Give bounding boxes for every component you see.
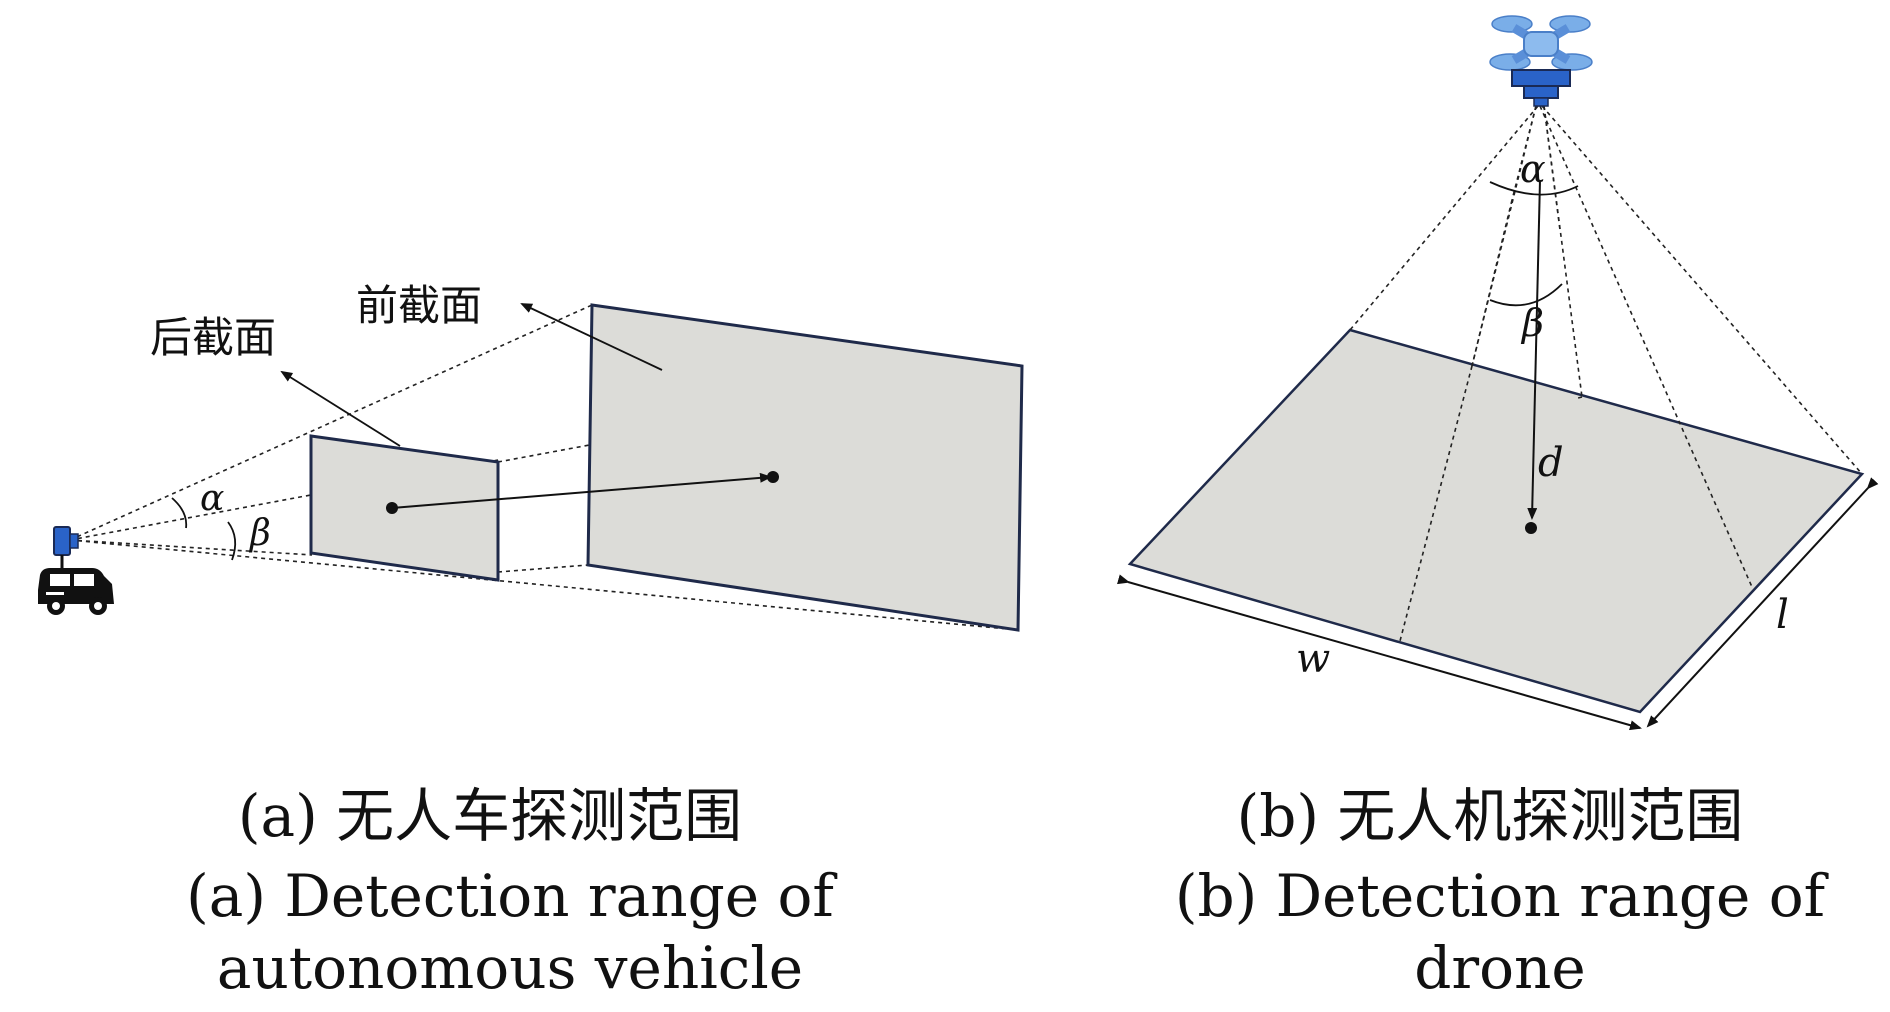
ground-plane — [1127, 328, 1865, 714]
alpha-arc-a — [171, 497, 188, 529]
alpha-label-b: α — [1520, 147, 1546, 191]
back-plane-pointer — [280, 370, 401, 447]
altitude-label: d — [1538, 440, 1564, 486]
back-plane-label: 后截面 — [150, 313, 276, 362]
alpha-arc-b — [1489, 181, 1579, 196]
panel-b: α β d w l — [1117, 15, 1879, 731]
center-arrow-a — [391, 472, 772, 509]
caption-a-en-line1: (a) Detection range of — [186, 862, 834, 930]
front-plane — [586, 303, 1024, 632]
back-plane — [309, 434, 500, 582]
alpha-label-a: α — [200, 478, 224, 519]
altitude-arrow — [1527, 179, 1541, 520]
beta-label-b: β — [1520, 301, 1544, 345]
front-plane-pointer — [520, 303, 663, 371]
drone-icon — [1489, 15, 1593, 107]
panel-a: 后截面 前截面 α β — [38, 281, 1024, 632]
front-plane-center-dot — [767, 471, 779, 483]
length-dimension-arrow — [1646, 477, 1879, 728]
ground-center-dot — [1525, 522, 1537, 534]
caption-a-en-line2: autonomous vehicle — [216, 934, 804, 1002]
caption-b-en-line2: drone — [1414, 934, 1586, 1002]
frustum-lines-b — [1349, 105, 1863, 642]
length-label: l — [1776, 592, 1789, 638]
caption-b-cn: (b) 无人机探测范围 — [1236, 782, 1744, 850]
caption-b-en-line1: (b) Detection range of — [1174, 862, 1826, 930]
caption-a-cn: (a) 无人车探测范围 — [237, 782, 743, 850]
front-plane-label: 前截面 — [356, 281, 482, 330]
beta-arc-b — [1489, 283, 1563, 307]
beta-label-a: β — [248, 513, 271, 554]
width-label: w — [1296, 636, 1330, 682]
beta-arc-a — [227, 521, 237, 561]
car-with-camera-icon — [38, 526, 114, 615]
width-dimension-arrow — [1117, 574, 1642, 731]
